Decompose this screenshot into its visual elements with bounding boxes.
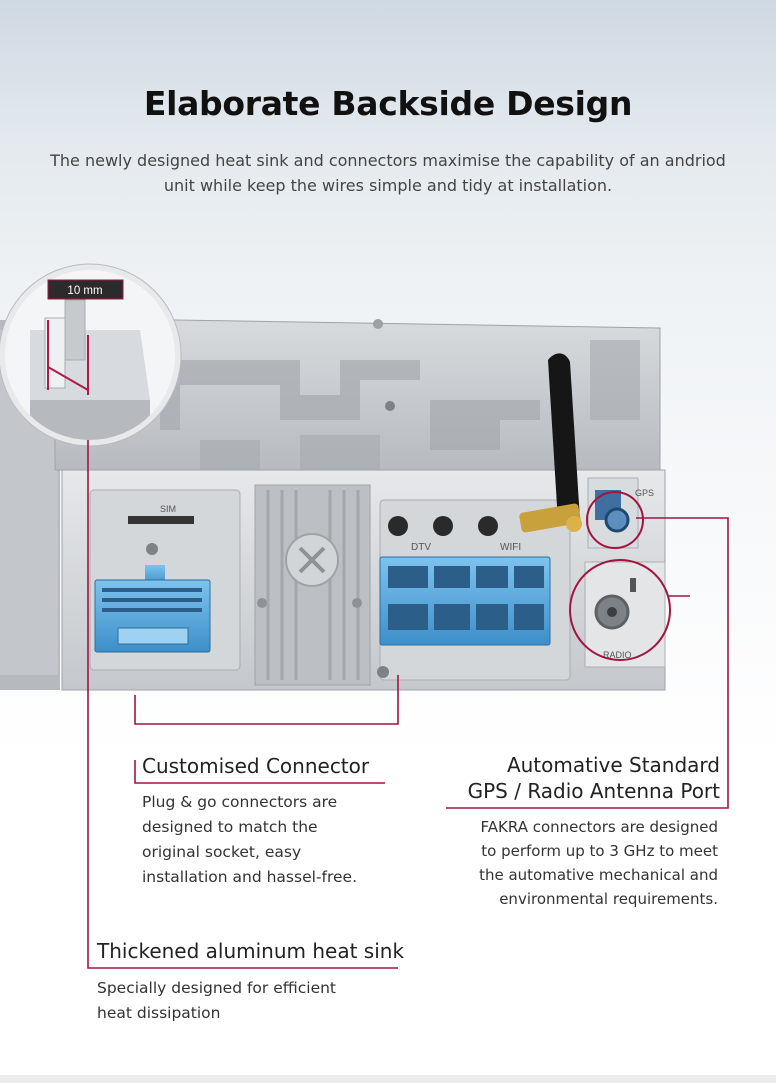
radio-label: RADIO	[603, 650, 632, 660]
connector-feature-description: Plug & go connectors are designed to mat…	[142, 790, 402, 890]
gps-label: GPS	[635, 488, 654, 498]
callout-lines	[87, 440, 729, 969]
iso-connector	[94, 543, 211, 653]
wifi-antenna	[519, 353, 582, 533]
magnifier-detail: 10 mm	[0, 263, 182, 447]
measure-label: 10 mm	[67, 285, 102, 297]
antenna-feature-title-line1: Automative Standard	[506, 753, 720, 777]
antenna-desc-line: the automative mechanical and	[479, 866, 718, 884]
antenna-ports: DTV WIFI	[388, 516, 521, 553]
connector-desc-line: Plug & go connectors are	[142, 793, 338, 811]
heatsink-desc-line: Specially designed for efficient	[97, 979, 337, 997]
antenna-desc-line: environmental requirements.	[499, 890, 718, 908]
connector-desc-line: installation and hassel-free.	[142, 868, 357, 886]
page-title: Elaborate Backside Design	[143, 84, 633, 123]
antenna-feature-description: FAKRA connectors are designed to perform…	[440, 815, 718, 911]
heatsink-feature-description: Specially designed for efficient heat di…	[97, 976, 397, 1026]
connector-feature-title: Customised Connector	[142, 754, 370, 778]
antenna-desc-line: to perform up to 3 GHz to meet	[481, 842, 718, 860]
connector-desc-line: original socket, easy	[142, 843, 302, 861]
gps-callout-circle	[586, 491, 644, 549]
radio-port: RADIO	[584, 561, 666, 668]
footer-divider	[0, 1075, 776, 1083]
sim-label: SIM	[160, 504, 176, 514]
chassis-top	[54, 317, 661, 471]
dtv-label: DTV	[411, 542, 431, 553]
radio-callout-circle	[569, 559, 671, 661]
page-subtitle: The newly designed heat sink and connect…	[50, 151, 726, 195]
heatsink-desc-line: heat dissipation	[97, 1004, 221, 1022]
gps-port: GPS	[587, 477, 654, 549]
sim-slot: SIM	[128, 504, 194, 524]
harness-connector	[377, 556, 551, 678]
wifi-label: WIFI	[500, 542, 521, 553]
heatsink-feature-title: Thickened aluminum heat sink	[97, 939, 405, 963]
connector-desc-line: designed to match the	[142, 818, 318, 836]
heat-sink	[254, 484, 371, 686]
antenna-desc-line: FAKRA connectors are designed	[480, 818, 718, 836]
antenna-feature-title-line2: GPS / Radio Antenna Port	[467, 779, 720, 803]
